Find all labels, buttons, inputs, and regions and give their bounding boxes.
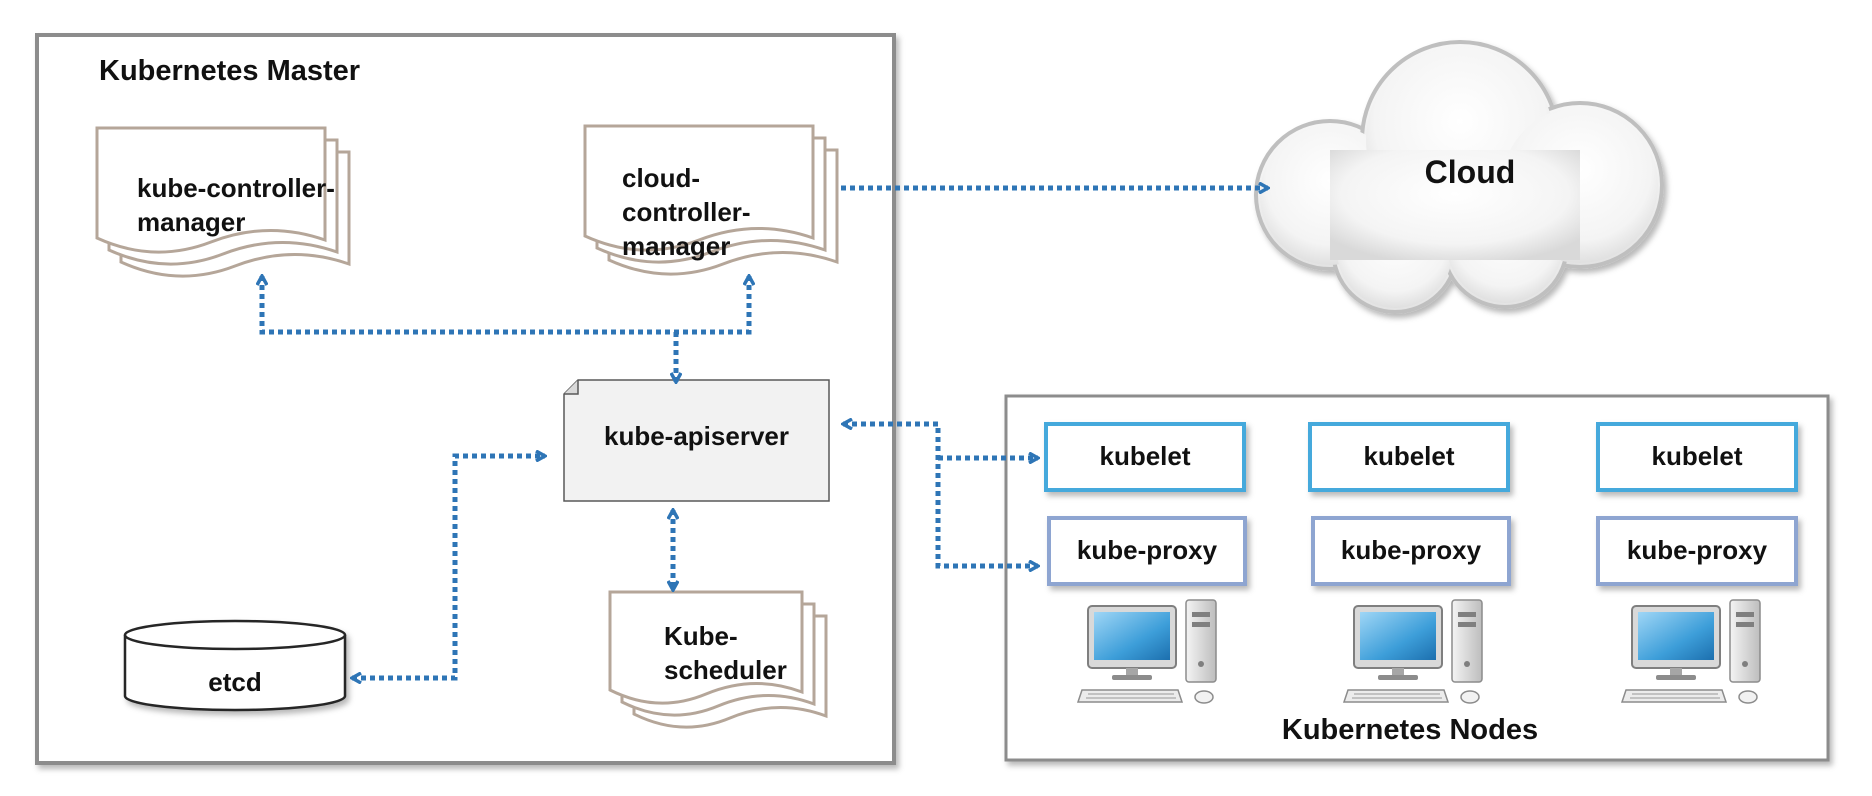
connectors [262,188,1268,678]
scheduler-document-stack [608,590,828,729]
cloud-label: Cloud [1424,154,1516,190]
node-3-kubelet-box [1596,422,1798,492]
cloud-controller-manager-label: cloud-controller-manager [622,163,751,261]
node-1-proxy-label: kube-proxy [1076,535,1218,565]
apiserver-label: kube-apiserver [604,421,789,451]
controller-manager-label: kube-controller-manager [137,173,335,237]
node-2-proxy-label: kube-proxy [1340,535,1482,565]
apiserver-box [563,379,830,502]
node-3-kubelet-label: kubelet [1651,441,1743,471]
node-1-kubelet-box [1044,422,1246,492]
node-3-proxy-label: kube-proxy [1626,535,1768,565]
node-2-kubelet-label: kubelet [1363,441,1455,471]
node-3-proxy-box [1596,516,1798,586]
node-2-proxy-box [1311,516,1511,586]
nodes-title: Kubernetes Nodes [1281,714,1539,746]
arrow-managers-bus [262,276,749,335]
cloud-shape [1254,40,1664,314]
node-2-kubelet-box [1308,422,1510,492]
master-title: Kubernetes Master [99,55,361,87]
etcd-database [123,619,347,712]
controller-manager-document-stack [95,126,351,278]
arrow-etcd-apiserver [352,456,545,678]
node-1-kubelet-label: kubelet [1099,441,1191,471]
cloud-controller-manager-document-stack [583,124,839,276]
etcd-label: etcd [208,667,262,697]
node-1-proxy-box [1047,516,1247,586]
arrow-apiserver-kube-proxy [843,424,1038,566]
scheduler-label: Kube-scheduler [664,621,787,685]
